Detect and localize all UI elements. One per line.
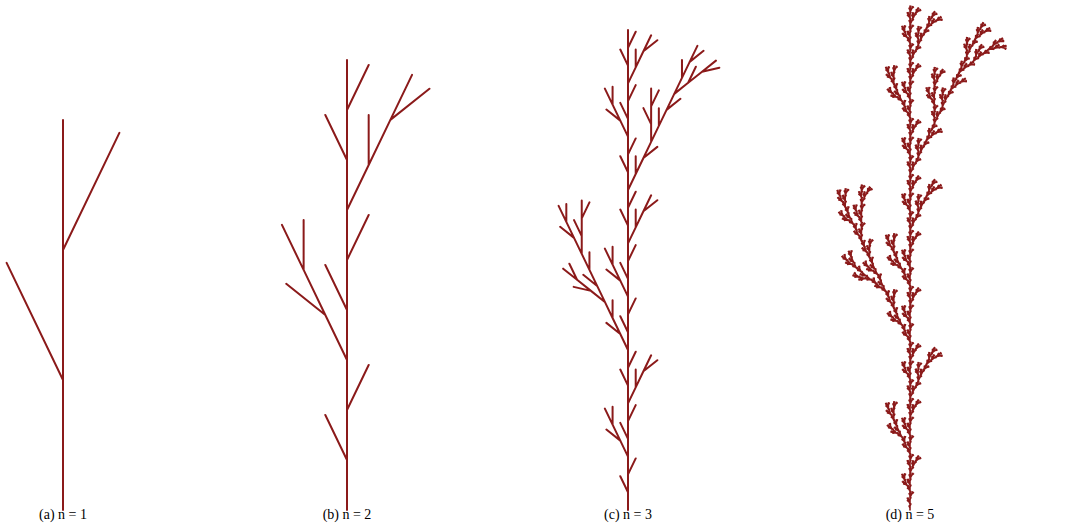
plant-fractal (837, 6, 1006, 510)
plant-fractal (282, 60, 429, 510)
plant-fractal (559, 30, 720, 510)
subfigure-caption: (a) n = 1 (39, 506, 87, 524)
plant-fractal (7, 120, 120, 510)
subfigure-caption: (d) n = 5 (886, 506, 935, 524)
subfigure-caption: (b) n = 2 (323, 506, 372, 524)
subfigure-caption: (c) n = 3 (604, 506, 652, 524)
